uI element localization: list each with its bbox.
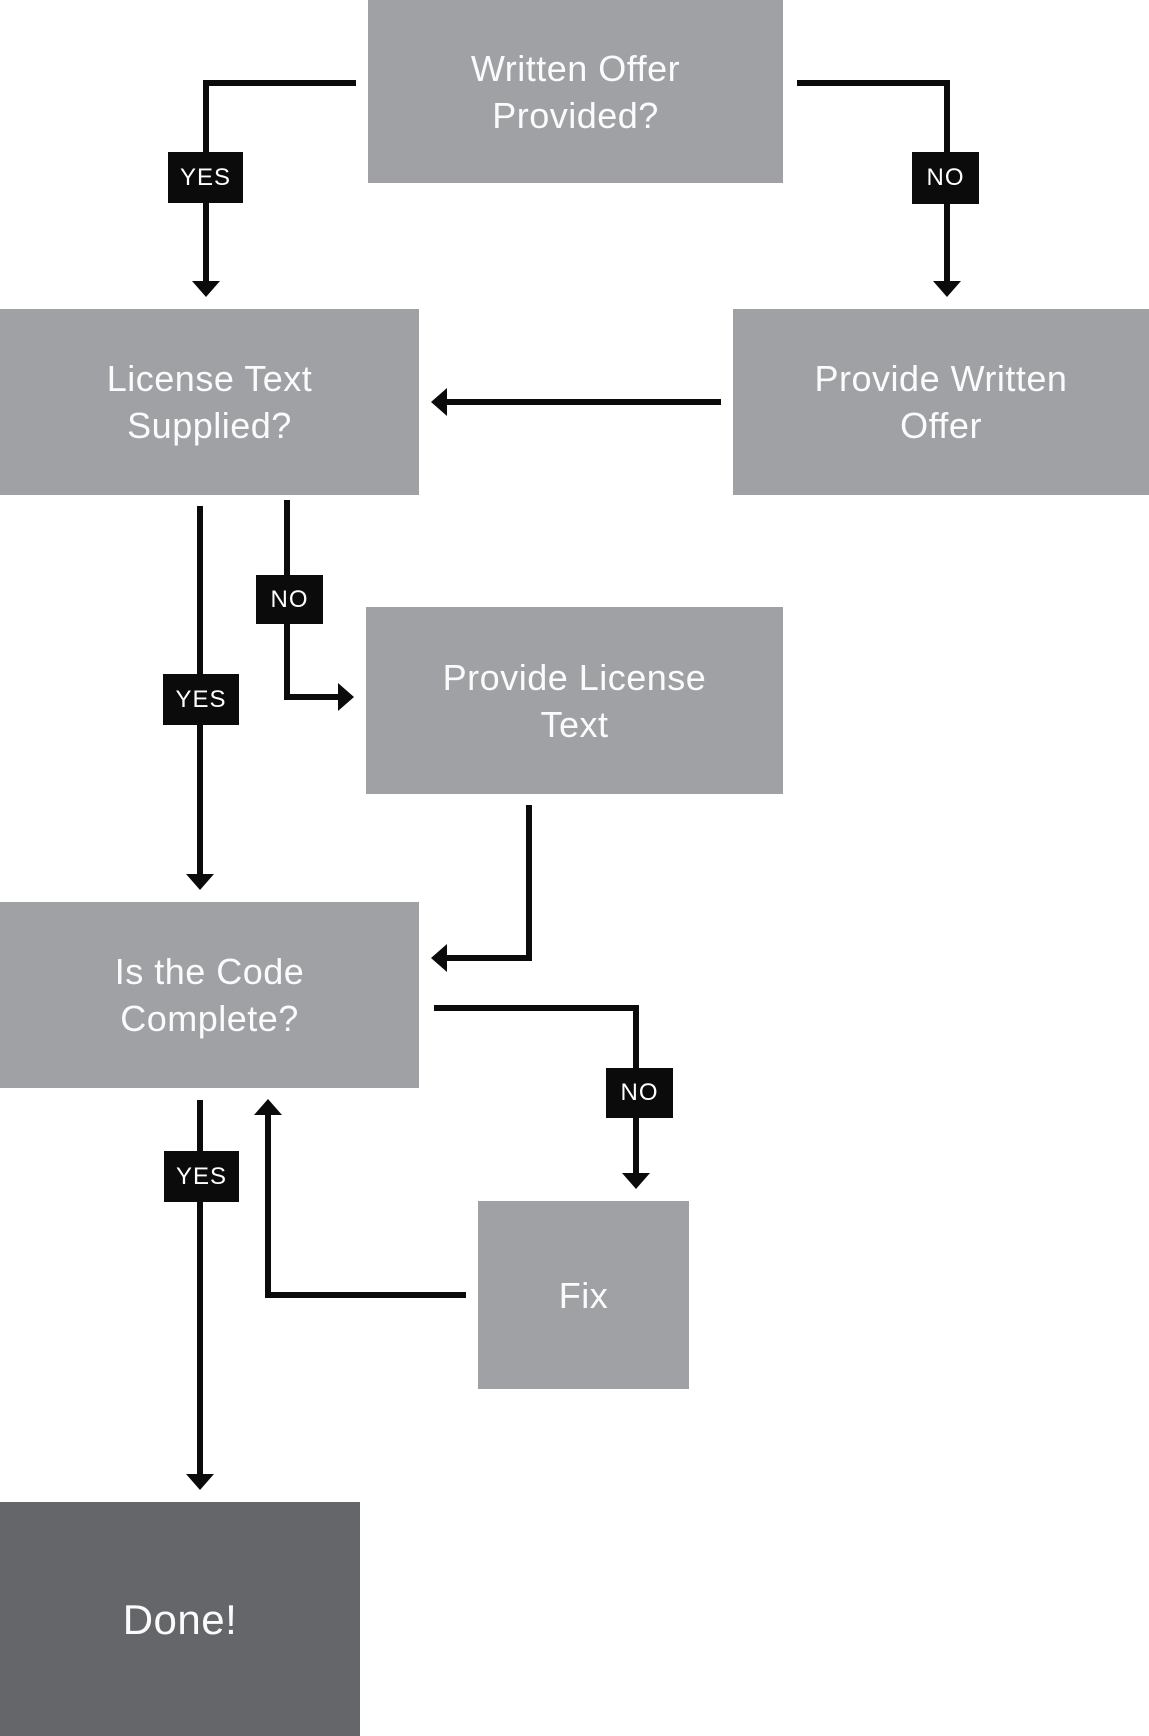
- edge-yes3-vertical-line-upper: [197, 1100, 203, 1151]
- node-provide-written-offer-line2: Offer: [900, 405, 982, 446]
- edge-yes2-vertical-line-upper: [197, 506, 203, 674]
- edge-yes3-vertical-line-lower: [197, 1202, 203, 1475]
- arrowhead-down-into-done: [186, 1474, 214, 1490]
- node-provide-written-offer: Provide Written Offer: [733, 309, 1149, 495]
- edge-yes1-vertical-line-lower: [203, 203, 209, 282]
- node-provide-license-text-line1: Provide License: [442, 656, 707, 698]
- edge-no2-vertical-line-upper: [284, 500, 290, 575]
- node-provide-license-text: Provide License Text: [366, 607, 783, 794]
- node-written-offer-line2: Provided?: [492, 94, 659, 136]
- arrowhead-down-into-provide-written-offer: [933, 281, 961, 297]
- edge-no1-vertical-line-upper: [944, 80, 950, 156]
- arrowhead-down-into-fix: [622, 1173, 650, 1189]
- node-license-text-line2: Supplied?: [127, 405, 292, 446]
- node-is-code-complete: Is the Code Complete?: [0, 902, 419, 1088]
- arrowhead-left-into-license-text: [431, 388, 447, 416]
- edge-no3-vertical-line-lower: [633, 1118, 639, 1174]
- node-license-text-line1: License Text: [106, 358, 313, 399]
- edge-label-no-1: NO: [912, 152, 979, 204]
- node-written-offer-line1: Written Offer: [470, 47, 681, 89]
- arrowhead-left-into-is-code-complete: [431, 944, 447, 972]
- node-fix: Fix: [478, 1201, 689, 1389]
- node-provide-written-offer-line1: Provide Written: [814, 358, 1068, 399]
- edge-label-no-2: NO: [256, 575, 323, 624]
- edge-label-yes-2: YES: [163, 674, 239, 725]
- edge-yes2-vertical-line-lower: [197, 725, 203, 875]
- edge-provide-written-offer-return-line: [446, 399, 721, 405]
- edge-no1-vertical-line-lower: [944, 204, 950, 282]
- edge-provide-license-text-horizontal-line: [446, 955, 532, 961]
- edge-label-no-3: NO: [606, 1068, 673, 1118]
- edge-no1-horizontal-line: [797, 80, 950, 86]
- edge-no3-horizontal-line: [434, 1005, 639, 1011]
- arrowhead-down-into-license-text: [192, 281, 220, 297]
- edge-fix-return-horizontal-line: [268, 1292, 466, 1298]
- edge-label-yes-3: YES: [164, 1151, 239, 1202]
- node-license-text-supplied: License Text Supplied?: [0, 309, 419, 495]
- node-provide-license-text-line2: Text: [540, 703, 609, 745]
- node-done-line1: Done!: [122, 1595, 238, 1643]
- edge-label-yes-1: YES: [168, 152, 243, 203]
- edge-provide-license-text-vertical-line: [526, 805, 532, 961]
- edge-no2-vertical-line-lower: [284, 624, 290, 700]
- arrowhead-right-into-provide-license-text: [338, 683, 354, 711]
- node-written-offer-provided: Written Offer Provided?: [368, 0, 783, 183]
- edge-yes1-vertical-line-upper: [203, 80, 209, 156]
- edge-no3-vertical-line-upper: [633, 1005, 639, 1068]
- arrowhead-down-into-is-code-complete: [186, 874, 214, 890]
- edge-no2-horizontal-line: [284, 694, 340, 700]
- node-done: Done!: [0, 1502, 360, 1736]
- arrowhead-up-into-is-code-complete: [254, 1099, 282, 1115]
- edge-fix-return-vertical-line: [265, 1114, 271, 1298]
- edge-yes1-horizontal-line: [204, 80, 356, 86]
- node-is-code-complete-line2: Complete?: [120, 998, 299, 1039]
- node-fix-line1: Fix: [558, 1274, 609, 1316]
- node-is-code-complete-line1: Is the Code: [114, 951, 305, 992]
